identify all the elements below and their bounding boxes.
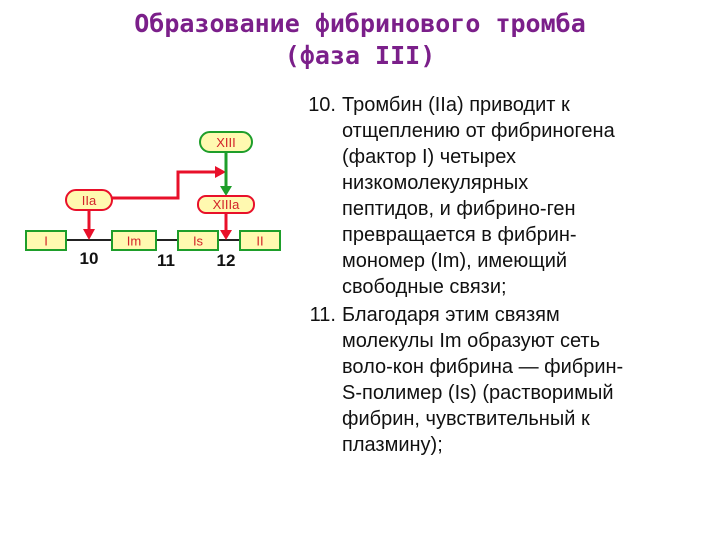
step-item-line: S-полимер (Is) (растворимый: [342, 382, 614, 404]
factor-label-is: Is: [193, 234, 204, 249]
factor-box-im: Im: [111, 230, 157, 251]
slide-title-line-1: Образование фибринового тромба: [134, 9, 586, 38]
slide-title: Образование фибринового тромба (фаза III…: [0, 8, 720, 72]
factor-label-iia: IIa: [82, 193, 97, 208]
factor-label-ii: II: [256, 234, 263, 249]
step-item-line: Тромбин (IIa) приводит к: [342, 94, 570, 116]
factor-box-i: I: [25, 230, 67, 251]
step-item-line: превращается в фибрин-: [342, 224, 577, 246]
step-item-line: пептидов, и фибрино-ген: [342, 198, 576, 220]
factor-label-xiii: XIII: [216, 135, 236, 150]
arrow-head-iia-to-10: [83, 229, 95, 240]
step-item-line: молекулы Im образуют сеть: [342, 330, 600, 352]
step-item-line: плазмину);: [342, 434, 443, 456]
factor-label-i: I: [44, 234, 48, 249]
factor-box-is: Is: [177, 230, 219, 251]
arrow-head-xiii-to-xiiia: [220, 186, 232, 196]
arrow-head-xiiia-to-12: [220, 230, 232, 240]
step-item-line: Благодаря этим связям: [342, 304, 560, 326]
step-number-12: 12: [217, 251, 236, 270]
step-item-line: фибрин, чувствительный к: [342, 408, 590, 430]
step-item-number: 10.: [308, 94, 336, 116]
step-item-number: 11.: [309, 304, 336, 326]
step-number-11: 11: [157, 251, 175, 270]
step-item-10: 10. Тромбин (IIa) приводит к отщеплению …: [300, 92, 710, 300]
steps-list: 10. Тромбин (IIa) приводит к отщеплению …: [300, 92, 710, 460]
fibrin-formation-diagram: I Im Is II IIa XIII XIIIa 10 11 12: [25, 131, 281, 270]
step-item-line: мономер (Im), имеющий: [342, 250, 568, 272]
step-item-line: (фактор I) четырех: [342, 146, 516, 168]
factor-box-xiiia: XIIIa: [197, 195, 255, 214]
arrow-head-iia-to-xiii: [215, 166, 226, 178]
step-item-11: 11. Благодаря этим связям молекулы Im об…: [300, 302, 710, 458]
step-item-line: отщеплению от фибриногена: [342, 120, 615, 142]
factor-box-ii: II: [239, 230, 281, 251]
factor-label-xiiia: XIIIa: [213, 197, 241, 212]
factor-label-im: Im: [127, 234, 141, 249]
slide-title-line-2: (фаза III): [284, 41, 436, 70]
factor-box-xiii: XIII: [199, 131, 253, 153]
step-item-line: свободные связи;: [342, 276, 507, 298]
step-number-10: 10: [80, 249, 99, 268]
step-item-line: низкомолекулярных: [342, 172, 529, 194]
factor-box-iia: IIa: [65, 189, 113, 211]
step-item-line: воло-кон фибрина — фибрин-: [342, 356, 624, 378]
